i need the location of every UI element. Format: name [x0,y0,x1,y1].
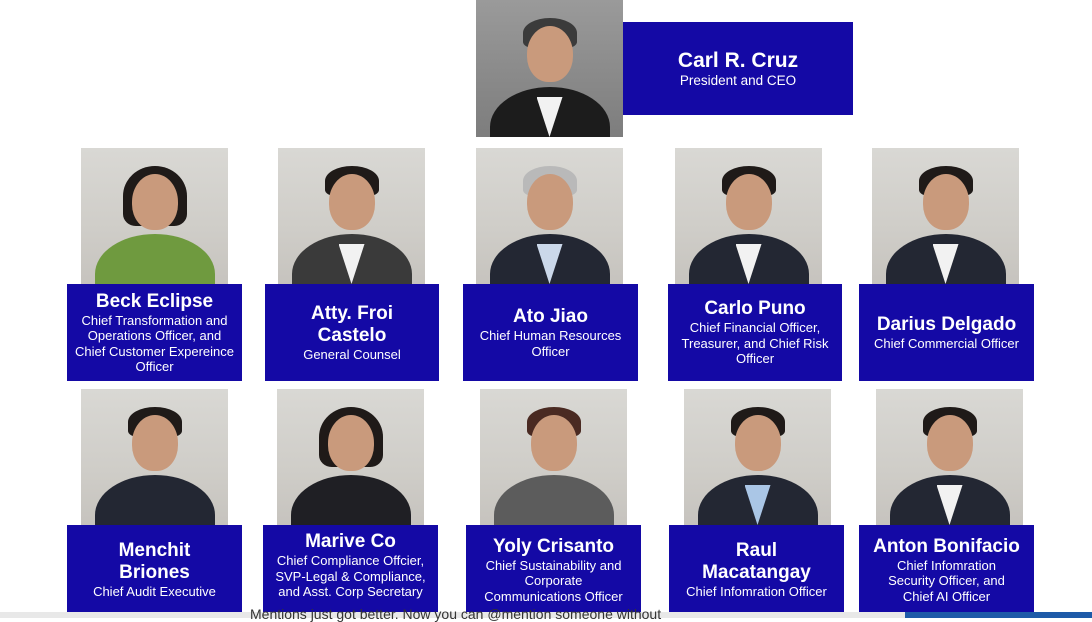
photo-marive-co [277,389,424,525]
ceo-photo [476,0,623,137]
card-froi-castelo: Atty. Froi Castelo General Counsel [265,284,439,381]
ceo-title: President and CEO [679,72,797,88]
title-darius-delgado: Chief Commercial Officer [874,335,1019,351]
notification-strip [0,612,1092,618]
ceo-name: Carl R. Cruz [677,48,799,72]
name-menchit-briones: Menchit Briones [118,540,191,584]
card-darius-delgado: Darius Delgado Chief Commercial Officer [859,284,1034,381]
card-marive-co: Marive Co Chief Compliance Offcier, SVP-… [263,525,438,615]
photo-beck-eclipse [81,148,228,284]
title-ato-jiao: Chief Human Resources Officer [479,328,622,359]
title-menchit-briones: Chief Audit Executive [93,584,216,600]
name-yoly-crisanto: Yoly Crisanto [492,535,615,557]
photo-raul-macatangay [684,389,831,525]
photo-menchit-briones [81,389,228,525]
name-anton-bonifacio: Anton Bonifacio [873,535,1020,557]
title-froi-castelo: General Counsel [303,346,401,362]
photo-anton-bonifacio [876,389,1023,525]
photo-froi-castelo [278,148,425,284]
card-anton-bonifacio: Anton Bonifacio Chief Infomration Securi… [859,525,1034,615]
photo-ato-jiao [476,148,623,284]
ceo-name-box: Carl R. Cruz President and CEO [623,22,853,115]
title-carlo-puno: Chief Financial Officer, Treasurer, and … [681,320,829,367]
notification-action-bar[interactable] [905,612,1092,618]
name-carlo-puno: Carlo Puno [704,298,806,320]
title-beck-eclipse: Chief Transformation and Operations Offi… [75,312,234,375]
name-darius-delgado: Darius Delgado [876,313,1017,335]
card-yoly-crisanto: Yoly Crisanto Chief Sustainability and C… [466,525,641,615]
notification-text: Mentions just got better. Now you can @m… [250,606,662,622]
card-ato-jiao: Ato Jiao Chief Human Resources Officer [463,284,638,381]
title-yoly-crisanto: Chief Sustainability and Corporate Commu… [484,557,623,604]
card-raul-macatangay: Raul Macatangay Chief Infomration Office… [669,525,844,615]
name-ato-jiao: Ato Jiao [513,306,588,327]
name-beck-eclipse: Beck Eclipse [95,290,214,312]
name-froi-castelo: Atty. Froi Castelo [311,302,393,346]
card-carlo-puno: Carlo Puno Chief Financial Officer, Trea… [668,284,842,381]
title-marive-co: Chief Compliance Offcier, SVP-Legal & Co… [275,553,426,599]
photo-carlo-puno [675,148,822,284]
card-menchit-briones: Menchit Briones Chief Audit Executive [67,525,242,615]
title-raul-macatangay: Chief Infomration Officer [686,584,827,600]
name-raul-macatangay: Raul Macatangay [702,540,811,584]
photo-darius-delgado [872,148,1019,284]
card-beck-eclipse: Beck Eclipse Chief Transformation and Op… [67,284,242,381]
photo-yoly-crisanto [480,389,627,525]
name-marive-co: Marive Co [305,531,396,552]
title-anton-bonifacio: Chief Infomration Security Officer, and … [888,557,1005,604]
